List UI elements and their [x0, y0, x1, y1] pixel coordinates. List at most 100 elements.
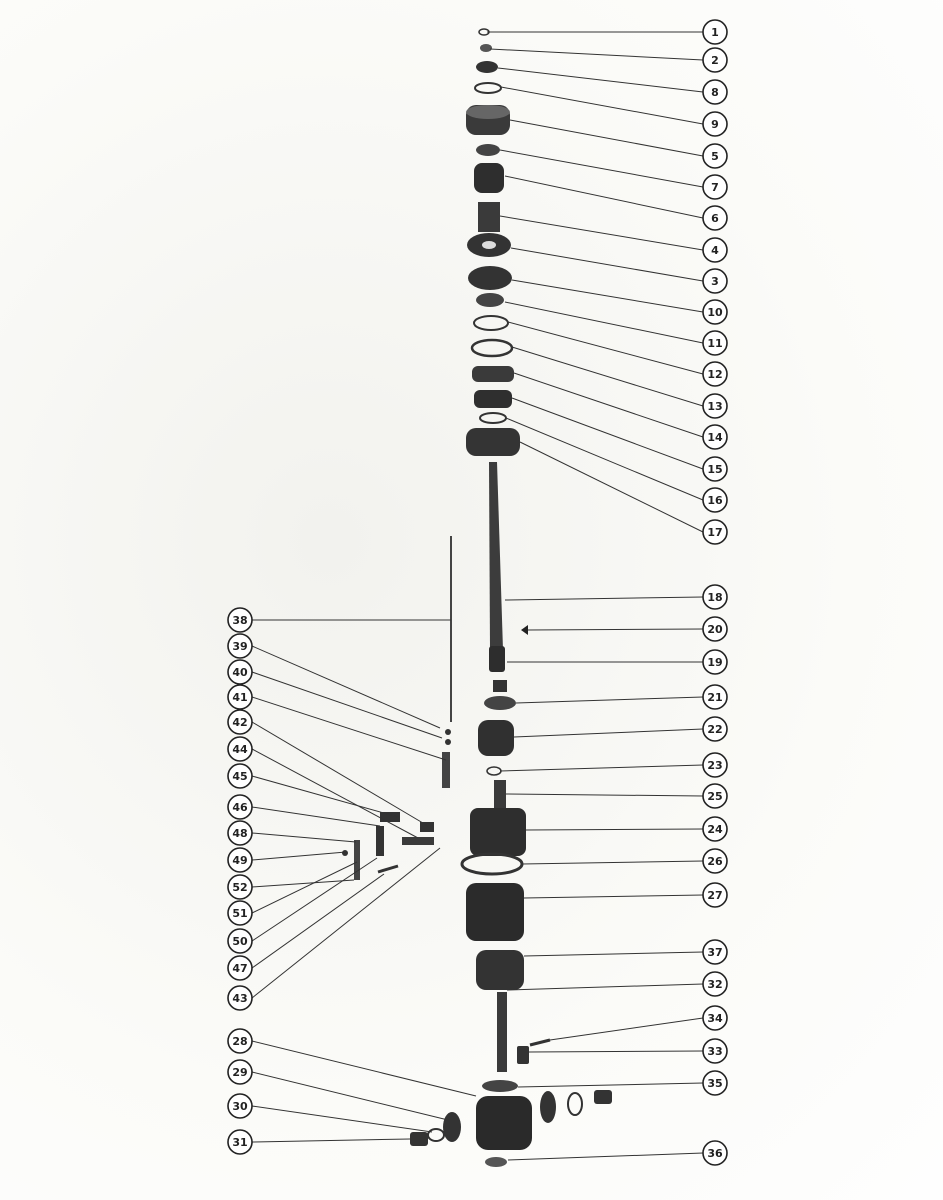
callout-circle	[702, 971, 728, 997]
callout-number: 7	[711, 181, 719, 194]
part-19-key	[493, 680, 507, 692]
leader-line	[528, 1050, 704, 1053]
part-17-housing	[466, 428, 520, 456]
leader-line	[251, 1071, 449, 1121]
callout-13: 13	[702, 393, 728, 419]
callout-21: 21	[702, 684, 728, 710]
callout-circle	[227, 709, 253, 735]
callout-number: 36	[707, 1147, 723, 1160]
callout-circle	[702, 47, 728, 73]
callout-circle	[227, 874, 253, 900]
leader-line	[489, 48, 704, 61]
callout-circle	[702, 816, 728, 842]
callout-number: 12	[707, 368, 722, 381]
callout-52: 52	[227, 874, 253, 900]
callout-circle	[227, 1059, 253, 1085]
part-36-anode	[485, 1157, 507, 1167]
callout-40: 40	[227, 659, 253, 685]
callout-circle	[702, 519, 728, 545]
callout-11: 11	[702, 330, 728, 356]
leader-line	[511, 279, 704, 313]
part-31-plug	[410, 1132, 428, 1146]
leader-line	[499, 764, 704, 772]
part-18-driveshaft	[489, 462, 503, 650]
callout-8: 8	[702, 79, 728, 105]
callout-circle	[702, 424, 728, 450]
part-44-shift-shaft	[402, 837, 434, 845]
callout-circle	[702, 1038, 728, 1064]
callout-circle	[702, 649, 728, 675]
callout-28: 28	[227, 1028, 253, 1054]
leader-line	[525, 828, 704, 831]
leader-line	[251, 857, 378, 942]
leader-line	[507, 321, 704, 375]
callout-circle	[227, 736, 253, 762]
callout-number: 17	[707, 526, 722, 539]
callout-number: 16	[707, 494, 723, 507]
callout-number: 19	[707, 656, 722, 669]
callout-16: 16	[702, 487, 728, 513]
part-13-ring	[470, 338, 514, 358]
leader-line	[251, 645, 441, 729]
callout-10: 10	[702, 299, 728, 325]
callout-12: 12	[702, 361, 728, 387]
part-29-cover	[443, 1112, 461, 1142]
callout-34: 34	[702, 1005, 728, 1031]
callout-9: 9	[702, 111, 728, 137]
callout-circle	[702, 939, 728, 965]
callout-51: 51	[227, 900, 253, 926]
part-20-pin	[521, 625, 528, 635]
leader-line	[513, 728, 704, 738]
callout-number: 52	[232, 881, 247, 894]
part-nut	[594, 1090, 612, 1104]
part-52-rod	[354, 840, 360, 880]
part-26-ring	[460, 852, 524, 876]
callout-number: 38	[232, 614, 247, 627]
callout-circle	[702, 456, 728, 482]
part-30-seal	[427, 1128, 445, 1142]
callout-circle	[227, 763, 253, 789]
callout-number: 2	[711, 54, 719, 67]
part-15-bearing	[474, 390, 512, 408]
part-9-ring	[474, 82, 502, 94]
callout-25: 25	[702, 783, 728, 809]
callout-circle	[227, 1028, 253, 1054]
callout-number: 18	[707, 591, 722, 604]
part-33-clutch	[517, 1046, 529, 1064]
callout-46: 46	[227, 794, 253, 820]
leader-line	[251, 748, 419, 839]
callout-4: 4	[702, 237, 728, 263]
callout-number: 15	[707, 463, 722, 476]
leader-line	[519, 441, 704, 533]
part-42-pin	[420, 822, 434, 832]
callout-38: 38	[227, 607, 253, 633]
callout-number: 27	[707, 889, 722, 902]
callout-32: 32	[702, 971, 728, 997]
part-32-propshaft	[497, 992, 507, 1072]
part-gearcase	[476, 1096, 532, 1150]
callout-circle	[702, 1005, 728, 1031]
part-18-spline	[489, 646, 505, 672]
part-40-washer	[445, 739, 451, 745]
leader-line	[251, 721, 429, 827]
callout-number: 43	[232, 992, 247, 1005]
leader-line	[251, 671, 443, 739]
leader-line	[504, 596, 704, 601]
leader-line	[251, 1138, 411, 1143]
part-49-pin	[342, 850, 348, 856]
callout-circle	[702, 684, 728, 710]
callout-number: 33	[707, 1045, 722, 1058]
callout-circle	[227, 794, 253, 820]
callout-circle	[702, 143, 728, 169]
leader-line	[251, 879, 355, 888]
callout-circle	[702, 752, 728, 778]
leader-line	[509, 119, 704, 157]
leader-line	[251, 806, 381, 827]
callout-number: 21	[707, 691, 722, 704]
callout-circle	[702, 848, 728, 874]
part-27-housing	[466, 883, 524, 941]
callout-circle	[227, 928, 253, 954]
part-5-top	[466, 105, 510, 119]
leader-line	[506, 983, 704, 991]
callout-circle	[702, 111, 728, 137]
